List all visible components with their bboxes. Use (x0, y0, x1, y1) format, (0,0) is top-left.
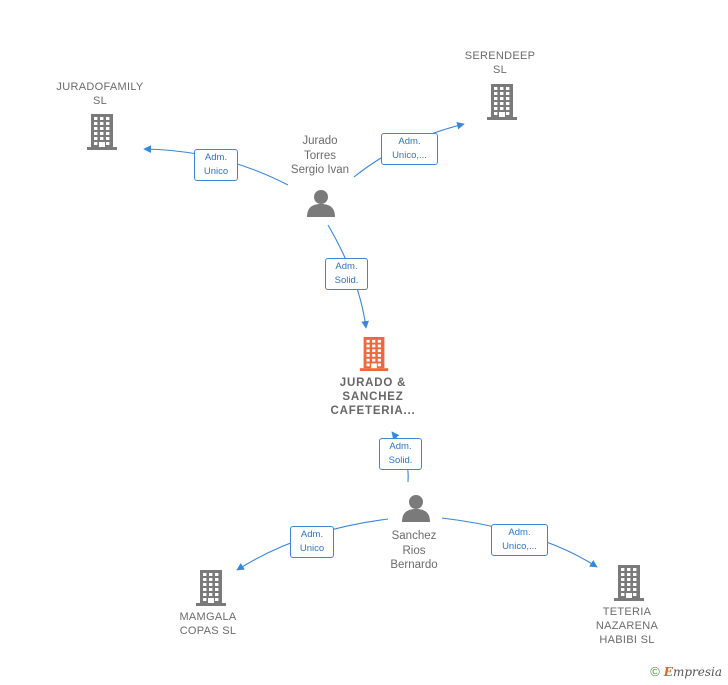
node-label-serendeep[interactable]: SERENDEEP SL (464, 50, 536, 76)
person-icon[interactable] (306, 188, 336, 223)
copyright-icon: © (650, 664, 660, 679)
brand-logo: Empresia (663, 664, 722, 679)
edge-label-jurado-sanchez-bottom[interactable]: Adm. Solid. (379, 438, 422, 470)
building-icon[interactable] (195, 570, 227, 611)
node-label-teteria[interactable]: TETERIA NAZARENA HABIBI SL (595, 606, 659, 646)
node-label-jurado-sanchez[interactable]: JURADO & SANCHEZ CAFETERIA... (330, 377, 416, 417)
node-label-juradofamily[interactable]: JURADOFAMILY SL (56, 81, 144, 107)
node-label-mamgala[interactable]: MAMGALA COPAS SL (179, 611, 237, 637)
edge-label-juradofamily[interactable]: Adm. Unico (194, 149, 238, 181)
building-icon[interactable] (86, 114, 118, 155)
building-icon[interactable] (486, 84, 518, 125)
edge-label-teteria[interactable]: Adm. Unico,... (491, 524, 548, 556)
node-label-jurado-torres[interactable]: Jurado Torres Sergio Ivan (290, 135, 350, 176)
node-label-sanchez-rios[interactable]: Sanchez Rios Bernardo (390, 530, 438, 571)
brand-footer: © Empresia (650, 664, 722, 679)
building-icon[interactable] (359, 337, 389, 376)
edge-label-serendeep[interactable]: Adm. Unico,... (381, 133, 438, 165)
edge-label-mamgala[interactable]: Adm. Unico (290, 526, 334, 558)
building-icon[interactable] (613, 565, 645, 606)
person-icon[interactable] (401, 493, 431, 528)
edge-label-jurado-sanchez-top[interactable]: Adm. Solid. (325, 258, 368, 290)
